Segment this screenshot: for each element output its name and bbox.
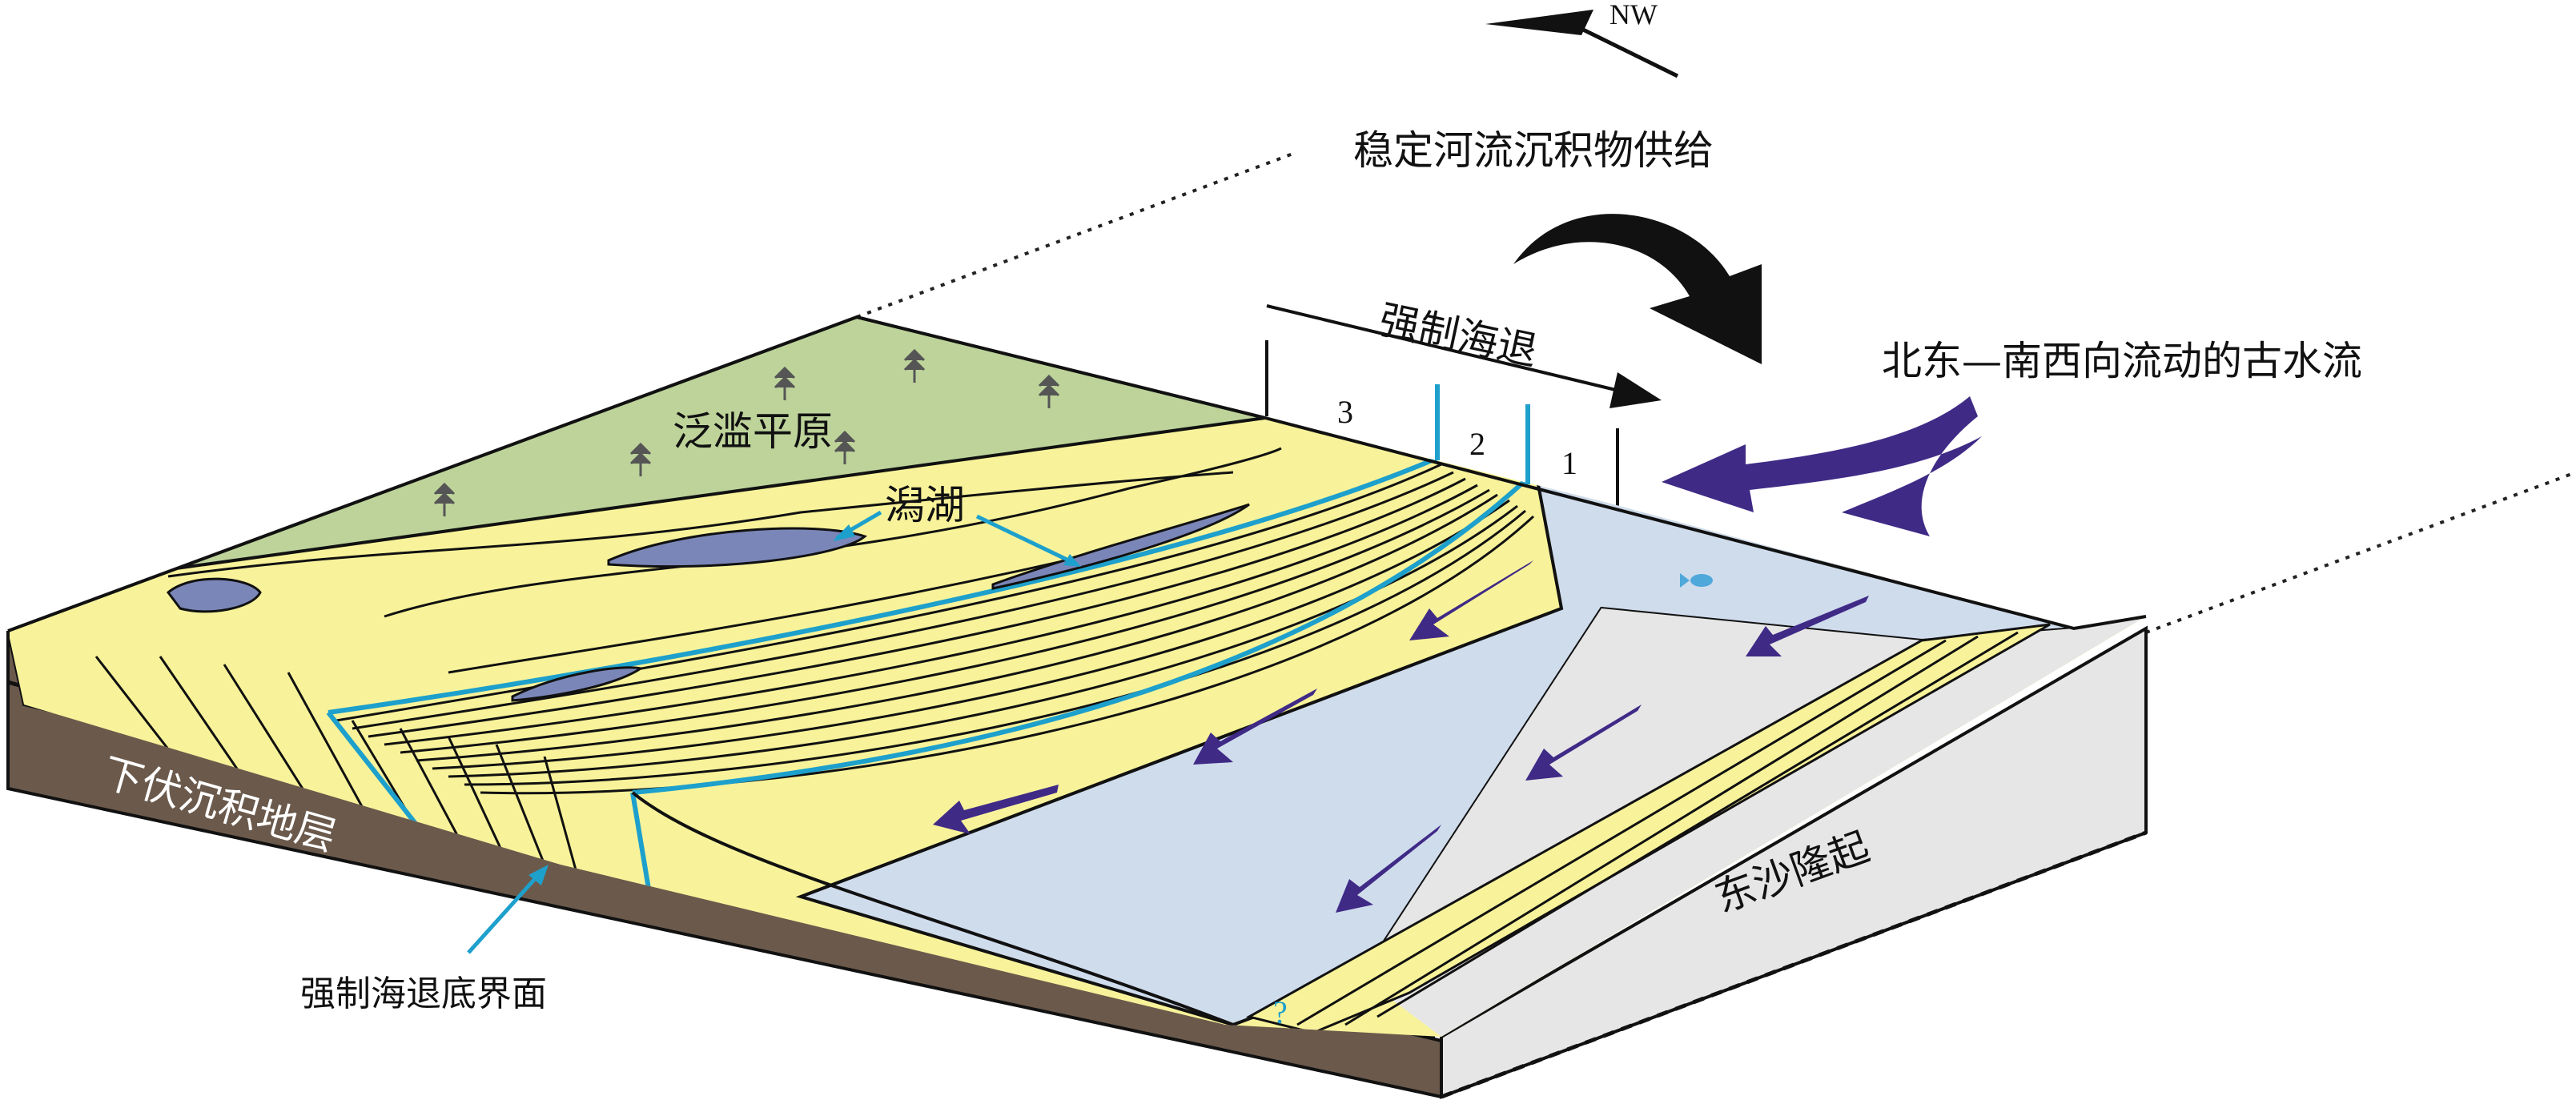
lagoon-3 bbox=[991, 503, 1250, 590]
guide-line-right bbox=[2145, 471, 2576, 634]
river-supply-label: 稳定河流沉积物供给 bbox=[1353, 127, 1714, 174]
clinoform-lines bbox=[336, 463, 1535, 795]
lagoon-label: 潟湖 bbox=[885, 482, 965, 528]
stage-label-2: 2 bbox=[1469, 426, 1485, 462]
north-label: NW bbox=[1609, 0, 1658, 30]
supply-arrow-icon bbox=[1513, 214, 1762, 364]
current-arrow-icon bbox=[933, 560, 1869, 913]
north-arrow-icon: NW bbox=[1485, 0, 1679, 78]
unknown-marker: ? bbox=[1273, 994, 1288, 1030]
floodplain-label: 泛滥平原 bbox=[673, 408, 833, 455]
current-label: 北东—南西向流动的古水流 bbox=[1882, 338, 2362, 384]
tree-icon bbox=[433, 348, 1060, 516]
forced-regression-bracket bbox=[1265, 304, 1662, 512]
guide-line-left bbox=[856, 151, 1298, 319]
base-surface-label: 强制海退底界面 bbox=[300, 974, 547, 1014]
forced-regression-label: 强制海退 bbox=[1376, 296, 1542, 375]
surface-line-upper bbox=[328, 454, 1443, 715]
current-arrow-icon bbox=[1662, 396, 1982, 536]
stage-label-3: 3 bbox=[1337, 394, 1353, 430]
stage-label-1: 1 bbox=[1561, 445, 1577, 481]
lagoon-1 bbox=[166, 577, 262, 613]
surface-line-lower bbox=[632, 478, 1528, 795]
lagoon-4 bbox=[511, 666, 644, 702]
lagoon-2 bbox=[607, 527, 868, 568]
fish-icon bbox=[1680, 573, 1713, 588]
